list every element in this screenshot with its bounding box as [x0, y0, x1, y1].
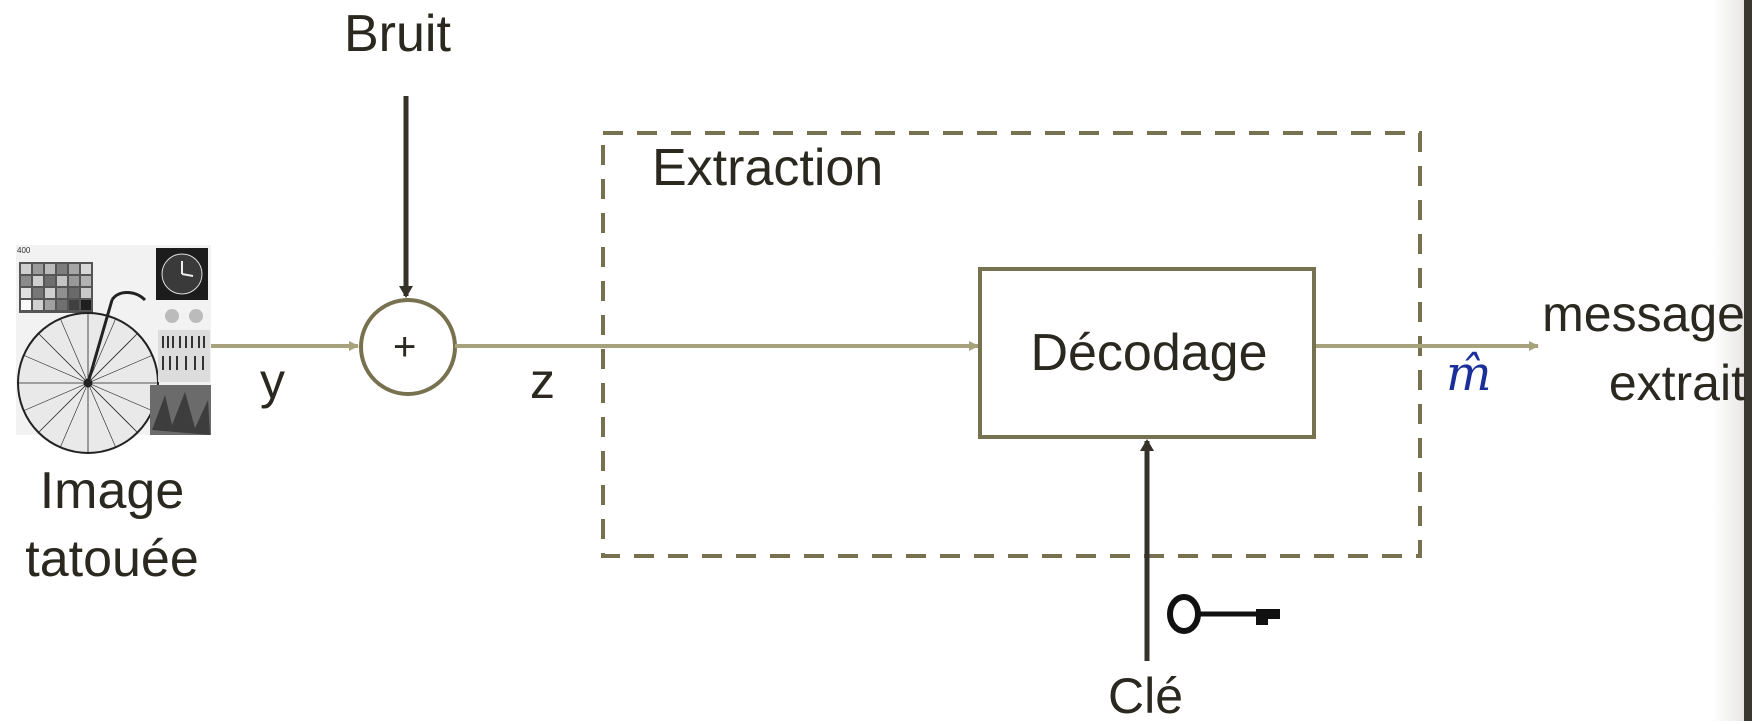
resolution-pattern-icon [158, 309, 210, 382]
bicycle-icon [17, 291, 159, 454]
output-symbol: m̂ [1446, 346, 1492, 402]
clock-icon [156, 248, 208, 300]
output-message-label: message extrait [1542, 286, 1745, 411]
signal-z-label: z [530, 353, 555, 409]
plant-photo-icon [150, 385, 211, 435]
slide-right-border [1744, 0, 1752, 721]
decoder-box [978, 267, 1316, 439]
key-label: Clé [1108, 668, 1184, 724]
decoder-label: Décodage [1030, 324, 1268, 382]
adder-symbol: + [393, 325, 417, 369]
key-icon [1167, 594, 1280, 634]
color-chart-icon [19, 262, 93, 313]
noise-label: Bruit [344, 5, 451, 63]
extraction-label: Extraction [652, 139, 884, 197]
signal-y-label: y [260, 353, 285, 409]
input-image-thumbnail: 400 [16, 245, 211, 454]
input-image-label: Image tatouée [25, 462, 199, 588]
svg-text:400: 400 [17, 246, 31, 255]
